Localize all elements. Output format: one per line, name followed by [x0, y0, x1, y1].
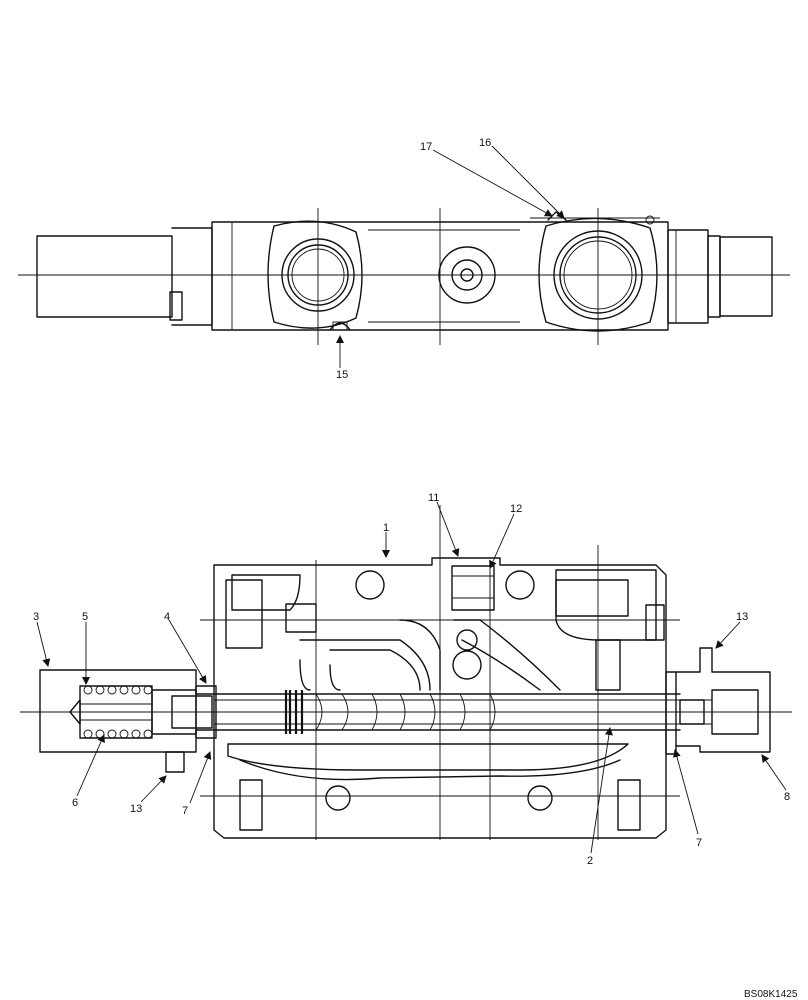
left-end-cap [36, 235, 173, 318]
callout-13-left: 13 [130, 803, 142, 815]
callout-15: 15 [336, 369, 348, 381]
leader-lines [36, 145, 787, 854]
callout-16: 16 [479, 137, 491, 149]
drawing-code: BS08K1425 [744, 989, 798, 1000]
callout-8: 8 [784, 791, 790, 803]
callout-7-left: 7 [182, 805, 188, 817]
callout-labels: 15 17 16 1 11 12 3 5 4 13 6 13 7 2 7 8 [33, 137, 790, 867]
callout-5: 5 [82, 611, 88, 623]
callout-1: 1 [383, 522, 389, 534]
plug-11 [451, 565, 495, 611]
center-plug [438, 246, 496, 304]
callout-4: 4 [164, 611, 170, 623]
callout-6: 6 [72, 797, 78, 809]
callout-11: 11 [428, 492, 439, 504]
section-valve-body [213, 557, 667, 839]
callout-7-right: 7 [696, 837, 702, 849]
top-valve-body [211, 221, 669, 331]
section-view [20, 505, 792, 840]
right-end-cap [719, 236, 773, 317]
callout-13-right: 13 [736, 611, 748, 623]
callout-12: 12 [510, 503, 522, 515]
callout-17: 17 [420, 141, 432, 153]
port-right-outer [553, 230, 643, 320]
body-ports [325, 570, 553, 811]
callout-3: 3 [33, 611, 39, 623]
port-left-outer [281, 238, 355, 312]
top-view [18, 208, 790, 345]
right-cap [675, 647, 771, 753]
callout-2: 2 [587, 855, 593, 867]
spool [213, 693, 681, 731]
spring-housing [39, 669, 215, 753]
